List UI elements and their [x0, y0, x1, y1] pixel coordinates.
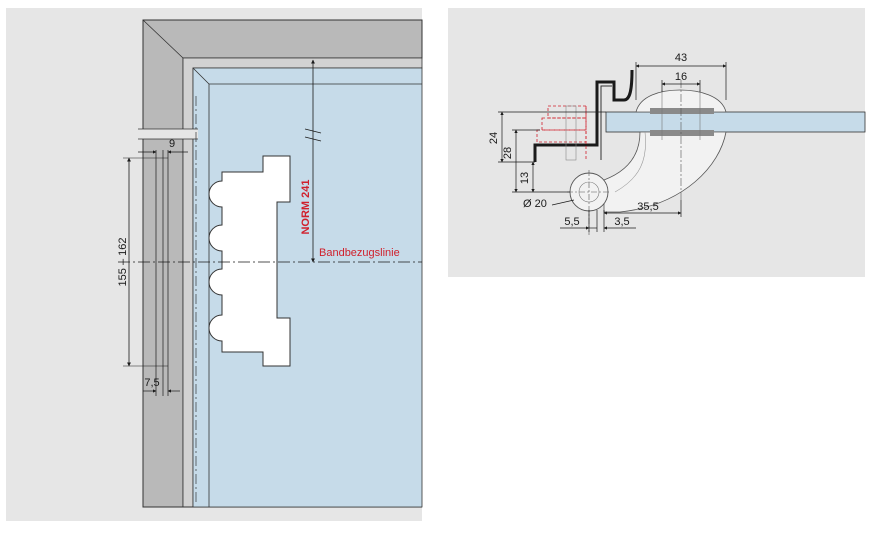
dim-24: 24 [488, 132, 500, 144]
dim-28: 28 [502, 147, 514, 159]
left-dimensions [118, 59, 422, 505]
hinge-plate [208, 155, 291, 367]
dim-13: 13 [519, 172, 531, 184]
right-panel: 43 16 24 28 13 Ø 20 35,5 5,5 3,5 [448, 8, 866, 277]
left-panel: 9 155 – 162 7,5 NORM 241 Bandbezugslinie [6, 8, 423, 521]
dim-9: 9 [169, 138, 175, 150]
norm-241-label: NORM 241 [300, 179, 312, 234]
frame-z-profile [533, 69, 634, 162]
hinge-body [603, 131, 727, 213]
alternate-profile-dashed [536, 105, 587, 160]
dim-155-162: 155 – 162 [117, 238, 129, 287]
dim-3-5: 3,5 [614, 216, 629, 228]
glass-section [605, 111, 866, 133]
dim-7-5: 7,5 [144, 377, 159, 389]
dim-5-5: 5,5 [564, 216, 579, 228]
reference-line-label: Bandbezugslinie [319, 247, 400, 259]
dim-diameter-20: Ø 20 [523, 198, 547, 210]
frame-break-marks [138, 128, 198, 140]
dim-35-5: 35,5 [637, 201, 658, 213]
right-dimensions [498, 62, 727, 232]
dim-43: 43 [675, 52, 687, 64]
dim-16: 16 [675, 71, 687, 83]
